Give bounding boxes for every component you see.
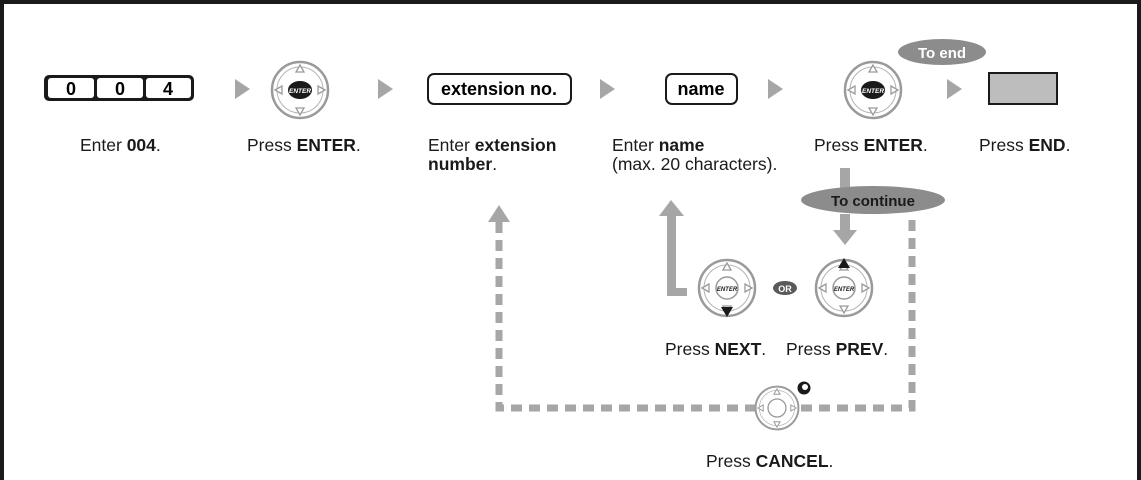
caption-text: Enter [612, 135, 659, 155]
prev-navkey: ENTER [814, 258, 874, 318]
caption-text: Press [814, 135, 864, 155]
caption-text: (max. 20 characters). [612, 154, 778, 174]
caption-text: . [761, 339, 767, 359]
up-arrow-icon [659, 200, 684, 216]
caption-bold: PREV [835, 339, 884, 359]
up-arrow-icon [488, 205, 510, 222]
cancel-navkey [754, 381, 811, 431]
end-key [988, 72, 1058, 105]
caption-bold: END [1028, 135, 1066, 155]
digit-key-1 [48, 78, 94, 98]
caption-text: Press [247, 135, 297, 155]
prev-caption: Press PREV. [786, 340, 888, 359]
next-caption: Press NEXT. [665, 340, 766, 359]
or-label: OR [778, 284, 792, 294]
caption-text: . [355, 135, 361, 155]
extension-number-box: extension no. [427, 73, 572, 105]
caption-text: . [155, 135, 161, 155]
digit-key-1-label: 0 [66, 79, 76, 99]
digit-key-2-label: 0 [115, 79, 125, 99]
name-box-label: name [677, 79, 724, 99]
enter-key-center [288, 81, 312, 99]
step-arrow-icon [378, 79, 393, 99]
cancel-loop-connector [495, 214, 916, 412]
caption-text: . [922, 135, 928, 155]
to-continue-label: To continue [831, 193, 915, 210]
enter-key-label: ENTER [717, 287, 738, 293]
to-continue-pill [801, 186, 945, 214]
step-caption-4: Enter name(max. 20 characters). [612, 136, 777, 174]
next-down-icon [721, 307, 733, 317]
caption-bold: ENTER [296, 135, 356, 155]
to-end-label: To end [918, 45, 966, 62]
step-caption-2: Press ENTER. [247, 136, 361, 155]
digit-key-3 [146, 78, 191, 98]
step-arrow-icon [600, 79, 615, 99]
caption-bold: extension [474, 135, 557, 155]
caption-text: Press [979, 135, 1029, 155]
caption-text: Press [665, 339, 715, 359]
enter-navkey-1: ENTER [270, 60, 330, 120]
caption-bold: name [658, 135, 705, 155]
step-arrows [235, 79, 962, 99]
digit-key-2 [97, 78, 143, 98]
caption-bold: CANCEL [755, 451, 829, 471]
step-caption-1: Enter 004. [80, 136, 161, 155]
caption-bold: 004 [126, 135, 156, 155]
caption-text: Press [786, 339, 836, 359]
prev-up-icon [838, 258, 850, 268]
caption-text: . [1065, 135, 1071, 155]
enter-navkey-2: ENTER [843, 60, 903, 120]
to-end-pill: To end [898, 39, 986, 65]
step-arrow-icon [235, 79, 250, 99]
caption-text: Press [706, 451, 756, 471]
caption-bold: ENTER [863, 135, 923, 155]
next-navkey: ENTER [697, 258, 757, 318]
caption-text: . [828, 451, 834, 471]
to-continue-connector: To continue [801, 168, 945, 245]
digit-keys: 0 0 4 [44, 75, 194, 101]
enter-key-center [861, 81, 885, 99]
cancel-caption: Press CANCEL. [706, 452, 833, 471]
next-to-name-connector [659, 200, 687, 296]
step-arrow-icon [947, 79, 962, 99]
extension-box-label: extension no. [441, 79, 557, 99]
step-caption-6: Press END. [979, 136, 1070, 155]
caption-text: . [883, 339, 889, 359]
enter-key-label: ENTER [834, 287, 855, 293]
caption-text: Enter [428, 135, 475, 155]
caption-bold: number [428, 154, 493, 174]
step-arrow-icon [768, 79, 783, 99]
enter-key-label: ENTER [862, 88, 884, 95]
caption-text: . [492, 154, 498, 174]
caption-bold: NEXT [714, 339, 762, 359]
caption-text: Enter [80, 135, 127, 155]
or-pill: OR [773, 281, 797, 295]
digit-key-3-label: 4 [163, 79, 173, 99]
step-caption-5: Press ENTER. [814, 136, 928, 155]
down-arrow-icon [833, 230, 857, 245]
name-box: name [665, 73, 738, 105]
enter-key-label: ENTER [289, 88, 311, 95]
